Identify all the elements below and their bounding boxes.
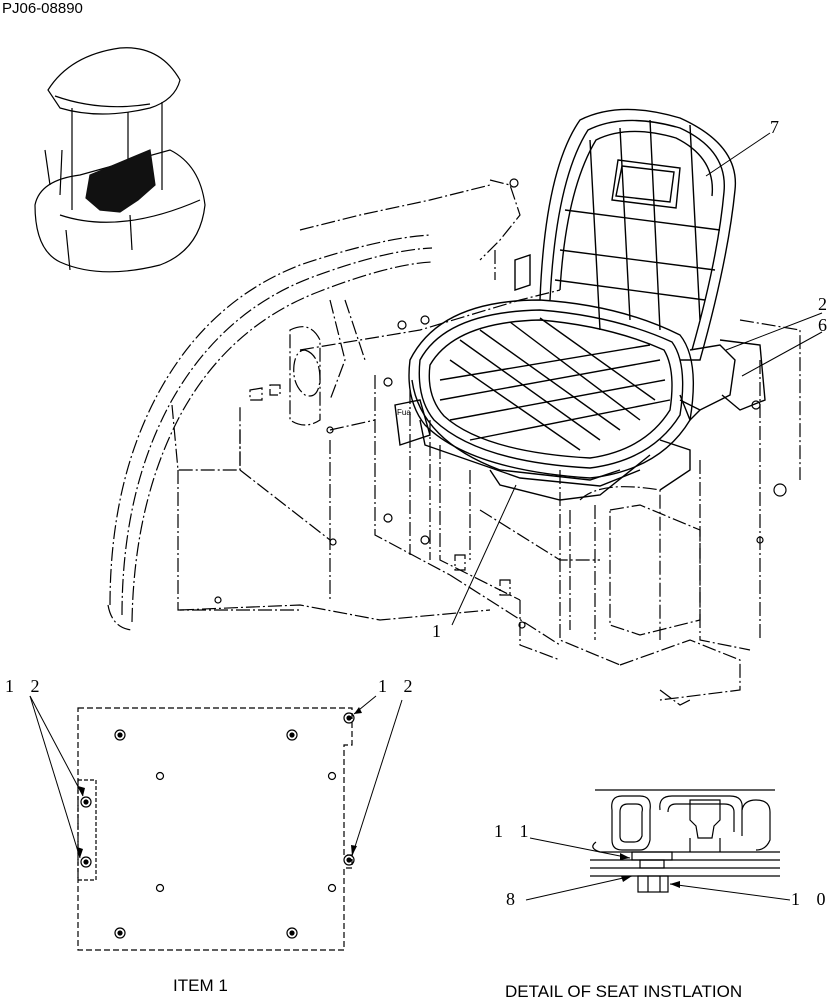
seat-highlight-icon [85,149,156,213]
seat-install-detail [590,789,780,893]
detail-leader-lines [525,837,791,901]
callout-11: 1 1 [494,821,535,841]
drawing-code: PJ06-08890 [2,0,83,17]
callout-7: 7 [770,117,785,137]
item1-leader-lines [29,695,403,859]
cab-frame-outline [107,179,801,706]
callout-8: 8 [506,889,521,909]
callout-1: 1 [432,621,447,641]
callout-12-left: 1 2 [5,676,46,696]
callout-2: 2 [818,294,832,314]
item1-caption: ITEM 1 [173,976,228,995]
callout-12-right: 1 2 [378,676,419,696]
operator-seat: Fua [394,108,766,501]
svg-text:Fua: Fua [397,408,411,417]
callout-6: 6 [818,315,832,335]
detail-caption: DETAIL OF SEAT INSTLATION [505,982,743,1001]
machine-overview-thumbnail [34,47,206,273]
callout-10: 1 0 [791,889,832,909]
main-leader-lines [451,132,823,626]
item1-plate [77,707,355,951]
frame-bolts [214,178,787,629]
